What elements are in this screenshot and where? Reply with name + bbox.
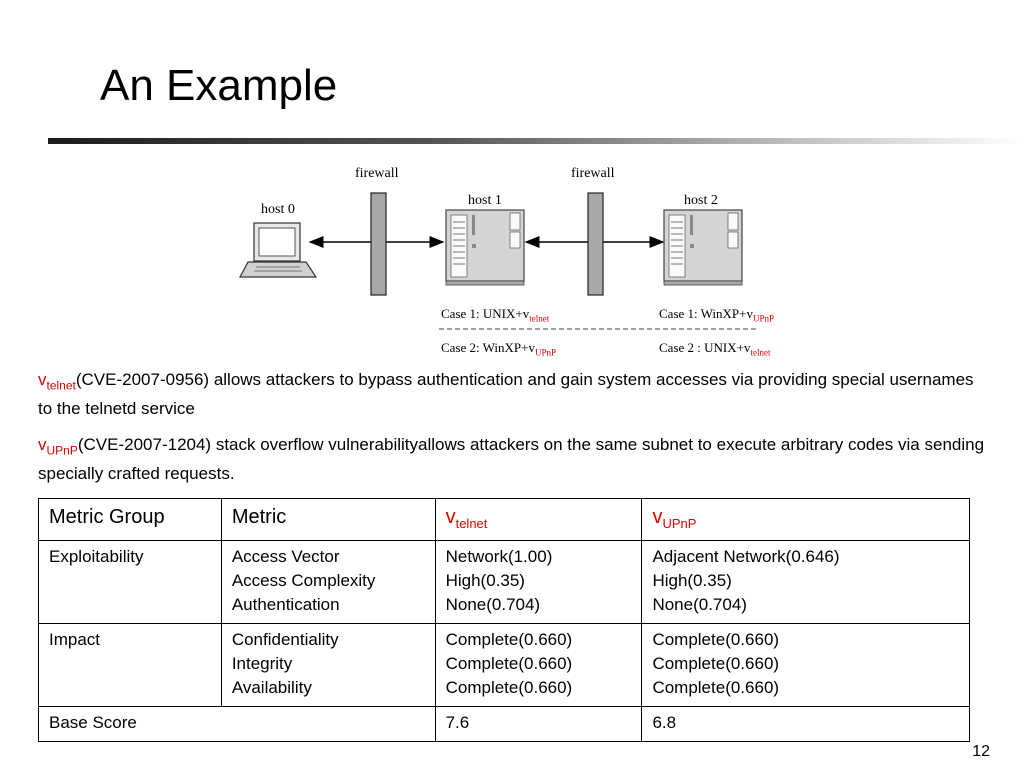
firewall-left (370, 192, 387, 296)
case2-host2-sub: telnet (750, 347, 771, 358)
upnp-value-cell: Adjacent Network(0.646) High(0.35) None(… (641, 540, 970, 624)
upnp-value-cell: Complete(0.660) Complete(0.660) Complete… (641, 623, 970, 707)
metric-name: Authentication (231, 595, 340, 614)
telnet-description-text: (CVE-2007-0956) allows attackers to bypa… (38, 370, 974, 419)
case2-host1: Case 2: WinXP+vUPnP (441, 340, 556, 358)
upnp-value: High(0.35) (652, 571, 732, 590)
header-upnp: vUPnP (641, 498, 970, 541)
header-metric: Metric (220, 498, 436, 541)
slide-number: 12 (972, 743, 990, 760)
table-row-base-score: Base Score 7.6 6.8 (38, 706, 970, 742)
upnp-value: Adjacent Network(0.646) (652, 547, 840, 566)
telnet-value: Complete(0.660) (445, 630, 573, 649)
header-upnp-sub: UPnP (662, 516, 697, 531)
header-upnp-symbol: v (652, 506, 663, 528)
firewall-right-label: firewall (571, 166, 615, 181)
table-row: Exploitability Access Vector Access Comp… (38, 540, 970, 624)
telnet-value-cell: Complete(0.660) Complete(0.660) Complete… (434, 623, 643, 707)
telnet-value: None(0.704) (445, 595, 541, 614)
case2-host1-sub: UPnP (534, 347, 556, 358)
server-icon-host1 (445, 209, 525, 286)
header-telnet: vtelnet (434, 498, 643, 541)
group-cell: Impact (38, 623, 222, 707)
table-row: Impact Confidentiality Integrity Availab… (38, 623, 970, 707)
host2-label: host 2 (684, 193, 718, 208)
title-divider (48, 138, 1024, 144)
host0-label: host 0 (261, 202, 295, 217)
header-telnet-symbol: v (445, 506, 456, 528)
case2-host2: Case 2 : UNIX+vtelnet (659, 340, 770, 358)
upnp-description-text: (CVE-2007-1204) stack overflow vulnerabi… (38, 435, 985, 484)
group-cell: Exploitability (38, 540, 222, 624)
base-score-telnet: 7.6 (434, 706, 643, 742)
telnet-value: Network(1.00) (445, 547, 553, 566)
base-score-label: Base Score (38, 706, 436, 742)
header-metric-group: Metric Group (38, 498, 222, 541)
header-telnet-sub: telnet (455, 516, 488, 531)
metric-name: Confidentiality (231, 630, 339, 649)
metric-name: Access Complexity (231, 571, 376, 590)
upnp-description: vUPnP(CVE-2007-1204) stack overflow vuln… (38, 433, 988, 485)
upnp-value: Complete(0.660) (652, 654, 780, 673)
server-icon-host2 (663, 209, 743, 286)
upnp-value: None(0.704) (652, 595, 747, 614)
case1-host2-text: Case 1: WinXP+v (659, 306, 753, 321)
telnet-symbol: v (38, 370, 47, 389)
host1-label: host 1 (468, 193, 502, 208)
slide-title: An Example (100, 61, 338, 110)
telnet-value: Complete(0.660) (445, 654, 573, 673)
case1-host2: Case 1: WinXP+vUPnP (659, 306, 774, 324)
case1-host1-sub: telnet (529, 313, 550, 324)
metric-name: Integrity (231, 654, 293, 673)
upnp-value: Complete(0.660) (652, 630, 780, 649)
metric-cell: Confidentiality Integrity Availability (220, 623, 436, 707)
case1-host1-text: Case 1: UNIX+v (441, 306, 530, 321)
metric-name: Access Vector (231, 547, 340, 566)
metric-cell: Access Vector Access Complexity Authenti… (220, 540, 436, 624)
table-header-row: Metric Group Metric vtelnet vUPnP (38, 498, 970, 541)
upnp-value: Complete(0.660) (652, 678, 780, 697)
base-score-upnp: 6.8 (641, 706, 970, 742)
telnet-value-cell: Network(1.00) High(0.35) None(0.704) (434, 540, 643, 624)
firewall-left-label: firewall (355, 166, 399, 181)
case2-host1-text: Case 2: WinXP+v (441, 340, 535, 355)
network-diagram (239, 192, 757, 330)
upnp-symbol-sub: UPnP (46, 443, 78, 458)
metric-name: Availability (231, 678, 312, 697)
upnp-symbol: v (38, 435, 47, 454)
telnet-symbol-sub: telnet (46, 378, 76, 393)
laptop-icon (239, 222, 318, 278)
telnet-value: High(0.35) (445, 571, 525, 590)
case2-host2-text: Case 2 : UNIX+v (659, 340, 751, 355)
telnet-description: vtelnet(CVE-2007-0956) allows attackers … (38, 368, 988, 420)
case1-host2-sub: UPnP (752, 313, 774, 324)
telnet-value: Complete(0.660) (445, 678, 573, 697)
cvss-metrics-table: Metric Group Metric vtelnet vUPnP Exploi… (38, 498, 970, 742)
case1-host1: Case 1: UNIX+vtelnet (441, 306, 549, 324)
firewall-right (587, 192, 604, 296)
